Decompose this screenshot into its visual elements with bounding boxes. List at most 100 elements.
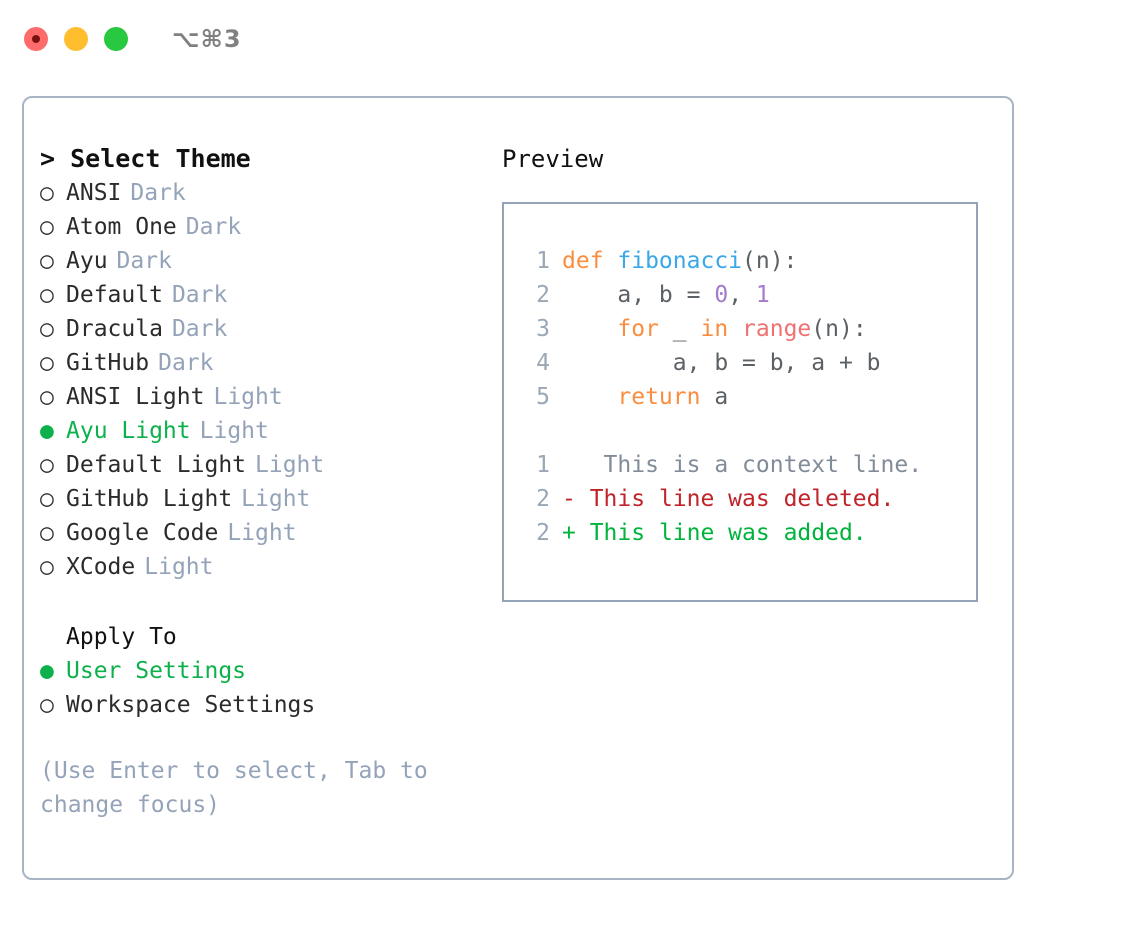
token-keyword: return xyxy=(617,384,701,410)
theme-option-label: Google Code xyxy=(66,520,219,546)
token-plain xyxy=(562,384,617,410)
theme-option-label: ANSI xyxy=(66,180,122,206)
token-builtin: range xyxy=(742,316,812,342)
token-keyword: in xyxy=(700,316,729,342)
radio-unselected-icon: ○ xyxy=(40,554,54,580)
preview-column: Preview 1 def fibonacci(n):2 a, b = 0, 1 3… xyxy=(502,142,1002,602)
radio-selected-icon: ● xyxy=(40,658,54,684)
radio-unselected-icon: ○ xyxy=(40,452,54,478)
code-line: 1 def fibonacci(n): xyxy=(522,244,976,278)
theme-variant-tag: Dark xyxy=(171,316,228,342)
apply-to-option-workspace-settings[interactable]: ○ Workspace Settings xyxy=(40,688,480,722)
radio-unselected-icon: ○ xyxy=(40,692,54,718)
title-bar: ⌥⌘3 xyxy=(0,0,1140,78)
theme-option-default-light[interactable]: ○ Default Light Light xyxy=(40,448,480,482)
code-line: 4 a, b = b, a + b xyxy=(522,346,976,380)
diff-line-text: This line was deleted. xyxy=(575,486,895,512)
theme-variant-tag: Light xyxy=(255,452,325,478)
theme-option-google-code[interactable]: ○ Google Code Light xyxy=(40,516,480,550)
token-plain xyxy=(728,316,742,342)
apply-to-option-user-settings[interactable]: ● User Settings xyxy=(40,654,480,688)
theme-option-github-light[interactable]: ○ GitHub Light Light xyxy=(40,482,480,516)
maximize-button[interactable] xyxy=(104,27,128,51)
theme-option-label: Ayu Light xyxy=(66,418,191,444)
line-number: 1 xyxy=(536,452,550,478)
diff-line-text: This line was added. xyxy=(575,520,867,546)
apply-to-option-list[interactable]: ● User Settings ○ Workspace Settings xyxy=(40,654,480,722)
radio-unselected-icon: ○ xyxy=(40,384,54,410)
line-number: 1 xyxy=(536,248,550,274)
apply-to-option-label: User Settings xyxy=(66,658,247,684)
theme-variant-tag: Dark xyxy=(185,214,242,240)
diff-marker: + xyxy=(562,520,576,546)
theme-option-dracula[interactable]: ○ Dracula Dark xyxy=(40,312,480,346)
window-controls xyxy=(24,27,128,51)
line-number: 3 xyxy=(536,316,550,342)
line-number: 5 xyxy=(536,384,550,410)
preview-title: Preview xyxy=(502,145,604,173)
token-plain xyxy=(562,316,617,342)
diff-line-body: This is a context line. xyxy=(562,448,923,482)
token-plain: a xyxy=(700,384,729,410)
token-plain: , xyxy=(728,282,756,308)
theme-option-label: Dracula xyxy=(66,316,163,342)
diff-marker: - xyxy=(562,486,576,512)
code-sample: 1 def fibonacci(n):2 a, b = 0, 1 3 for _ i… xyxy=(522,244,976,414)
line-number: 2 xyxy=(536,520,550,546)
minimize-button[interactable] xyxy=(64,27,88,51)
token-number: 1 xyxy=(755,282,770,308)
radio-unselected-icon: ○ xyxy=(40,316,54,342)
token-plain: _ xyxy=(658,316,701,342)
line-number: 2 xyxy=(536,486,550,512)
code-line-text: for _ in range(n): xyxy=(562,312,867,346)
theme-option-label: GitHub Light xyxy=(66,486,233,512)
line-number: 4 xyxy=(536,350,550,376)
code-line: 2 a, b = 0, 1 xyxy=(522,278,976,312)
radio-unselected-icon: ○ xyxy=(40,486,54,512)
radio-unselected-icon: ○ xyxy=(40,248,54,274)
theme-variant-tag: Dark xyxy=(116,248,172,274)
code-diff-separator xyxy=(522,414,976,448)
token-keyword: def xyxy=(562,248,618,274)
diff-line-body: + This line was added. xyxy=(562,516,867,550)
radio-unselected-icon: ○ xyxy=(40,520,54,546)
diff-line-body: - This line was deleted. xyxy=(562,482,894,516)
token-number: 0 xyxy=(714,282,729,308)
keyboard-shortcut-label: ⌥⌘3 xyxy=(172,25,242,53)
theme-variant-tag: Light xyxy=(241,486,311,512)
diff-line-added: 2 + This line was added. xyxy=(522,516,976,550)
diff-marker xyxy=(562,452,576,478)
theme-option-label: GitHub xyxy=(66,350,150,376)
theme-variant-tag: Dark xyxy=(171,282,228,308)
theme-variant-tag: Light xyxy=(144,554,214,580)
token-plain: a, b = b, a + b xyxy=(562,350,881,376)
line-number: 2 xyxy=(536,282,550,308)
apply-to-option-label: Workspace Settings xyxy=(66,692,316,718)
token-plain: (n): xyxy=(742,248,798,274)
code-line: 5 return a xyxy=(522,380,976,414)
theme-option-label: Ayu xyxy=(66,248,108,274)
theme-variant-tag: Light xyxy=(227,520,297,546)
theme-option-label: Default Light xyxy=(66,452,247,478)
theme-option-label: Atom One xyxy=(66,214,177,240)
theme-variant-tag: Dark xyxy=(158,350,214,376)
code-line-text: def fibonacci(n): xyxy=(562,244,797,278)
keyboard-hint-text: (Use Enter to select, Tab to change focu… xyxy=(40,758,428,818)
preview-box: 1 def fibonacci(n):2 a, b = 0, 1 3 for _ i… xyxy=(502,202,978,602)
token-plain: (n): xyxy=(811,316,867,342)
apply-to-header: Apply To xyxy=(66,624,177,650)
theme-list-header: > Select Theme xyxy=(40,144,251,173)
token-keyword: for xyxy=(617,316,659,342)
theme-option-ayu[interactable]: ○ Ayu Dark xyxy=(40,244,480,278)
close-button[interactable] xyxy=(24,27,48,51)
